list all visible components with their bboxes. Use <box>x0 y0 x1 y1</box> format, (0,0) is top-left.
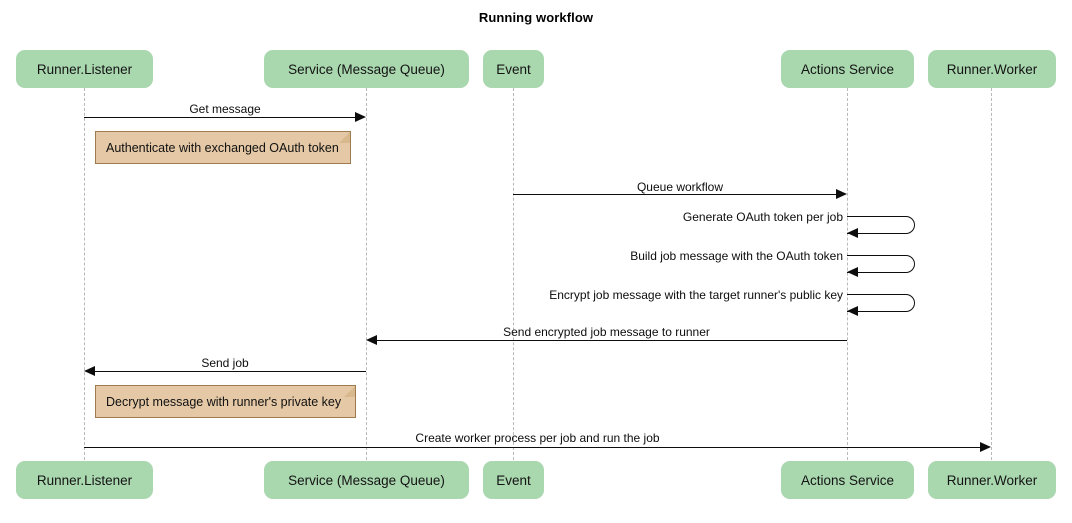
self-message-loop-encrypt-job-message-with-the-target-runners-public-key[interactable] <box>847 294 915 312</box>
note-authenticate: Authenticate with exchanged OAuth token <box>95 131 351 164</box>
message-label-send-job: Send job <box>201 356 249 370</box>
note-fold-icon <box>339 132 350 143</box>
arrowhead-left-icon <box>84 366 95 376</box>
message-line-get-message[interactable] <box>84 117 355 118</box>
arrowhead-left-icon <box>847 267 858 277</box>
participant-label: Runner.Listener <box>36 472 133 488</box>
message-label-queue-workflow: Queue workflow <box>636 180 724 194</box>
note-label: Decrypt message with runner's private ke… <box>106 394 342 409</box>
participant-label: Actions Service <box>800 61 895 77</box>
page-title: Running workflow <box>478 10 594 25</box>
participant-label: Service (Message Queue) <box>288 61 445 77</box>
arrowhead-right-icon <box>980 442 991 452</box>
participant-service-message-queue-bottom[interactable]: Service (Message Queue) <box>264 461 469 499</box>
lifeline-runner-listener <box>84 88 85 460</box>
arrowhead-right-icon <box>355 112 366 122</box>
message-line-send-encrypted-job-message-to-runner[interactable] <box>377 340 847 341</box>
message-label-create-worker-process-per-job-and-run-the-job: Create worker process per job and run th… <box>415 431 660 445</box>
participant-runner-worker-bottom[interactable]: Runner.Worker <box>928 461 1056 499</box>
message-line-queue-workflow[interactable] <box>513 194 836 195</box>
note-label: Authenticate with exchanged OAuth token <box>106 140 339 155</box>
participant-service-message-queue-top[interactable]: Service (Message Queue) <box>264 50 469 88</box>
participant-actions-service-bottom[interactable]: Actions Service <box>781 461 914 499</box>
message-label-generate-oauth-token-per-job: Generate OAuth token per job <box>682 210 843 224</box>
participant-runner-listener-top[interactable]: Runner.Listener <box>16 50 153 88</box>
arrowhead-left-icon <box>366 335 377 345</box>
participant-actions-service-top[interactable]: Actions Service <box>781 50 914 88</box>
note-decrypt: Decrypt message with runner's private ke… <box>95 385 356 418</box>
message-label-get-message: Get message <box>189 102 261 116</box>
lifeline-event <box>513 88 514 460</box>
participant-label: Event <box>496 61 531 77</box>
participant-runner-listener-bottom[interactable]: Runner.Listener <box>16 461 153 499</box>
participant-label: Runner.Worker <box>946 61 1038 77</box>
participant-runner-worker-top[interactable]: Runner.Worker <box>928 50 1056 88</box>
participant-label: Actions Service <box>800 472 895 488</box>
note-fold-icon <box>344 386 355 397</box>
participant-event-bottom[interactable]: Event <box>483 461 544 499</box>
self-message-loop-generate-oauth-token-per-job[interactable] <box>847 216 915 234</box>
arrowhead-left-icon <box>847 228 858 238</box>
arrowhead-right-icon <box>836 189 847 199</box>
lifeline-runner-worker <box>991 88 992 460</box>
message-label-build-job-message-with-the-oauth-token: Build job message with the OAuth token <box>630 249 843 263</box>
message-line-send-job[interactable] <box>95 371 366 372</box>
message-label-encrypt-job-message-with-the-target-runners-public-key: Encrypt job message with the target runn… <box>549 288 843 302</box>
message-label-send-encrypted-job-message-to-runner: Send encrypted job message to runner <box>503 325 710 339</box>
arrowhead-left-icon <box>847 306 858 316</box>
participant-label: Runner.Listener <box>36 61 133 77</box>
self-message-loop-build-job-message-with-the-oauth-token[interactable] <box>847 255 915 273</box>
message-line-create-worker-process-per-job-and-run-the-job[interactable] <box>84 447 980 448</box>
participant-label: Event <box>496 472 531 488</box>
participant-event-top[interactable]: Event <box>483 50 544 88</box>
participant-label: Runner.Worker <box>946 472 1038 488</box>
participant-label: Service (Message Queue) <box>288 472 445 488</box>
lifeline-service-message-queue <box>366 88 367 460</box>
